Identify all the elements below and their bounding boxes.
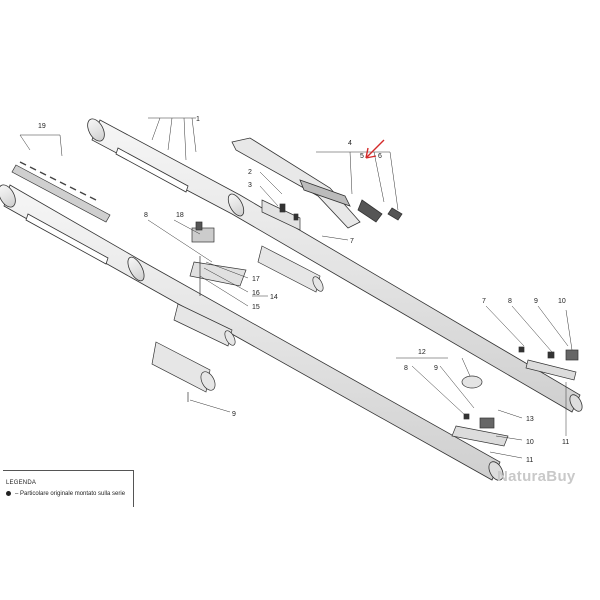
callout-4: 4	[348, 140, 352, 147]
callout-11-right: 11	[562, 439, 569, 446]
callout-11-lower: 11	[526, 457, 533, 464]
callout-3: 3	[248, 182, 252, 189]
leader-lines	[19, 117, 573, 459]
legend-item: – Particolare originale montato sulla se…	[6, 491, 125, 497]
callout-9-lower: 9	[434, 365, 438, 372]
callout-9-right: 9	[534, 298, 538, 305]
lower-barrel	[0, 184, 504, 481]
small-parts-left	[261, 199, 301, 231]
callout-18: 18	[176, 212, 184, 219]
callout-10-right: 10	[558, 298, 566, 305]
rib-assembly	[231, 137, 403, 229]
scope-rail	[11, 161, 111, 223]
barrel-clamps	[151, 245, 324, 402]
callout-8-right: 8	[508, 298, 512, 305]
callout-7-right: 7	[482, 298, 486, 305]
callout-1: 1	[196, 116, 200, 123]
callout-13: 13	[526, 416, 534, 423]
callout-7: 7	[350, 238, 354, 245]
callout-12: 12	[418, 349, 426, 356]
legend-title: LEGENDA	[6, 480, 37, 486]
callout-14: 14	[270, 294, 278, 301]
highlight-arrow	[365, 139, 385, 159]
callout-19: 19	[38, 123, 46, 130]
legend-box	[3, 470, 134, 507]
callout-17: 17	[252, 276, 260, 283]
callout-15: 15	[252, 304, 260, 311]
callout-10-lower: 10	[526, 439, 534, 446]
callout-8-lower: 8	[404, 365, 408, 372]
callout-labels: 1 2 3 4 5 6 7 8 18 17 16 15 14 19 9 7 8 …	[38, 116, 569, 464]
callout-6: 6	[378, 153, 382, 160]
callout-16: 16	[252, 290, 260, 297]
callout-2: 2	[248, 169, 252, 176]
callout-5: 5	[360, 153, 364, 160]
callout-8: 8	[144, 212, 148, 219]
callout-9: 9	[232, 411, 236, 418]
front-parts-upper	[518, 346, 579, 381]
legend-item-text: – Particolare originale montato sulla se…	[15, 491, 126, 498]
watermark: NaturaBuy	[497, 468, 576, 485]
front-parts-lower	[451, 375, 509, 447]
upper-barrel	[87, 118, 583, 413]
bullet-icon	[6, 491, 11, 496]
